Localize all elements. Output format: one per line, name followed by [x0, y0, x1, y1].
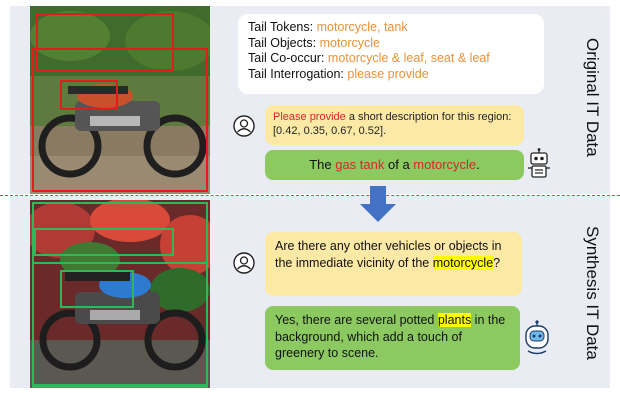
question-bubble: Please provide a short description for t… [265, 105, 524, 145]
tail-tokens-line: Tail Tokens: motorcycle, tank [248, 20, 408, 34]
tail-cooccur-line: Tail Co-occur: motorcycle & leaf, seat &… [248, 51, 490, 65]
synthesis-it-data-label: Synthesis IT Data [583, 226, 602, 360]
tail-info-box: Tail Tokens: motorcycle, tank Tail Objec… [238, 14, 544, 94]
region-box [60, 80, 118, 110]
question-bubble: Are there any other vehicles or objects … [265, 232, 522, 296]
section-divider [0, 195, 620, 196]
tail-interrogation-line: Tail Interrogation: please provide [248, 66, 429, 81]
answer-bubble: Yes, there are several potted plants in … [265, 306, 520, 370]
synthesis-motorcycle-image [30, 200, 210, 388]
robot-icon [528, 148, 550, 178]
down-arrow-icon [360, 186, 396, 222]
region-box [60, 270, 134, 308]
answer-bubble: The gas tank of a motorcycle. [265, 150, 524, 180]
user-icon [233, 252, 255, 274]
region-box [34, 228, 174, 256]
original-it-data-label: Original IT Data [583, 38, 602, 157]
user-icon [233, 115, 255, 137]
region-box [36, 13, 174, 71]
region-box [32, 48, 208, 192]
robot-icon [525, 320, 549, 355]
tail-objects-line: Tail Objects: motorcycle [248, 35, 381, 50]
original-motorcycle-image [30, 6, 210, 194]
region-box [32, 262, 208, 386]
